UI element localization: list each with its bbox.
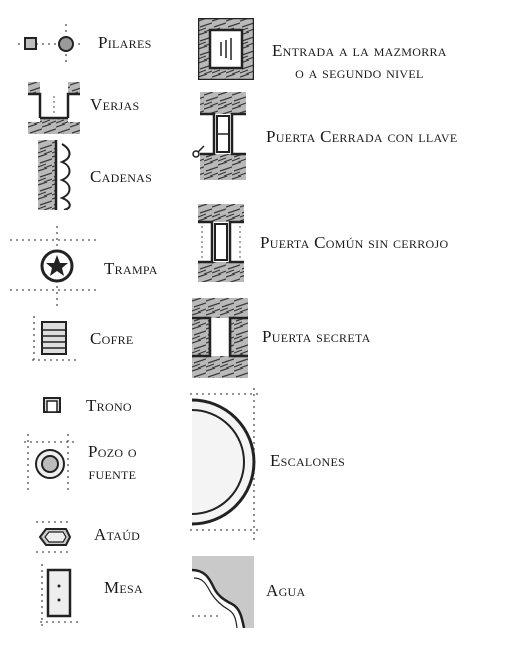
chains-icon (38, 140, 71, 210)
water-icon (192, 556, 254, 628)
legend-label-pozo: Pozo o fuente (88, 442, 137, 483)
legend-label-ataud: Ataúd (94, 525, 141, 544)
locked-door-icon (192, 92, 246, 180)
legend-label-mesa: Mesa (104, 578, 143, 597)
legend-label-verjas: Verjas (90, 95, 140, 114)
stairs-entrance-icon (198, 18, 254, 80)
legend-label-pilares: Pilares (98, 33, 152, 52)
legend-label-escalones: Escalones (270, 451, 346, 470)
pillar-icon (18, 24, 80, 64)
legend-label-puerta-cerrada: Puerta Cerrada con llave (266, 127, 458, 146)
portcullis-icon (28, 82, 80, 134)
legend-label-puerta-secreta: Puerta secreta (262, 327, 371, 346)
trap-icon (10, 226, 100, 310)
legend-label-trono: Trono (86, 396, 132, 415)
well-icon (24, 434, 76, 490)
secret-door-icon (192, 298, 248, 378)
table-icon (40, 564, 80, 626)
legend-label-puerta-comun: Puerta Común sin cerrojo (260, 233, 449, 252)
legend-label-cofre: Cofre (90, 329, 134, 348)
door-icon (198, 204, 244, 282)
chest-icon (32, 316, 76, 364)
legend-label-agua: Agua (266, 581, 306, 600)
throne-icon (43, 397, 61, 413)
coffin-icon (36, 521, 72, 553)
legend-label-cadenas: Cadenas (90, 167, 153, 186)
legend-label-entrada: Entrada a la mazmorra o a segundo nivel (272, 41, 447, 82)
steps-icon (190, 388, 260, 540)
legend-label-trampa: Trampa (104, 259, 158, 278)
